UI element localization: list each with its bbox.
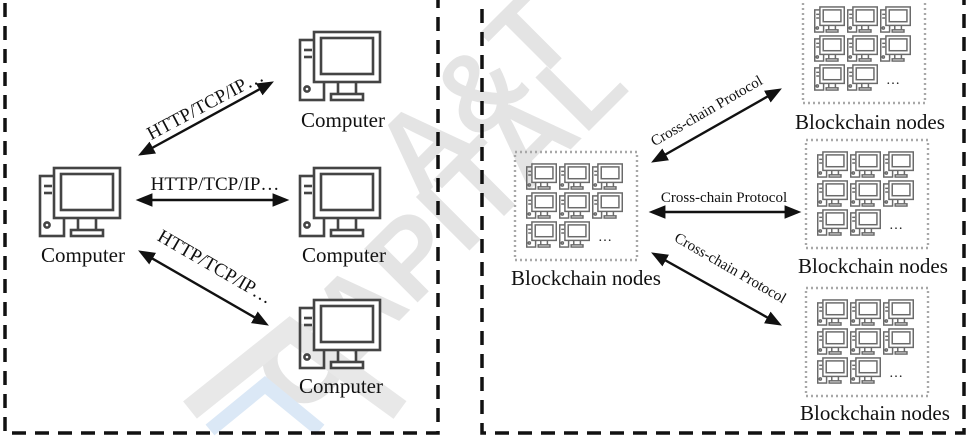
computer-icon [38,166,122,238]
node-computer-icon [817,328,848,355]
right-panel: … Blockchain nodes … Blockchain nodes … Block… [511,0,950,425]
node-computer-icon [592,163,623,190]
node-computer-icon [559,221,590,248]
node-computer-icon [817,357,848,384]
peer-computer-1: Computer [298,30,385,132]
right-panel-links: Cross-chain Protocol Cross-chain Protoco… [648,73,802,326]
node-computer-icon [883,328,914,355]
left-panel-border [3,0,440,435]
hub-computer: Computer [38,166,125,267]
peer-blockchain-nodes-3: … Blockchain nodes [800,286,950,425]
node-computer-icon [817,151,848,178]
peer-computer-label: Computer [301,108,385,132]
peer-computer-label: Computer [299,374,383,398]
node-computer-icon [817,209,848,236]
hub-blockchain-nodes: … Blockchain nodes [511,150,661,290]
peer-computer-3: Computer [298,298,383,398]
node-group-border [804,138,930,250]
node-computer-icon [850,151,881,178]
node-computer-icon [850,357,881,384]
node-computer-icon [817,180,848,207]
node-computer-icon [526,221,557,248]
cross-chain-label-1: Cross-chain Protocol [648,73,765,150]
node-computer-icon [847,35,878,62]
peer-blockchain-nodes-2: … Blockchain nodes [798,138,948,278]
node-computer-icon [817,299,848,326]
node-computer-icon [883,299,914,326]
node-computer-icon [847,6,878,33]
more-nodes-ellipsis: … [889,218,903,233]
node-group-border [801,0,927,105]
node-group-border [804,286,930,398]
link-label-3: HTTP/TCP/IP… [154,226,276,309]
more-nodes-ellipsis: … [598,230,612,245]
node-computer-icon [814,6,845,33]
node-computer-icon [847,64,878,91]
node-computer-icon [883,180,914,207]
node-computer-icon [814,35,845,62]
node-computer-icon [814,64,845,91]
blockchain-nodes-label: Blockchain nodes [800,401,950,425]
hub-computer-label: Computer [41,243,125,267]
link-arrow-1 [138,81,274,156]
node-computer-icon [850,180,881,207]
blockchain-nodes-label: Blockchain nodes [798,254,948,278]
more-nodes-ellipsis: … [886,73,900,88]
node-computer-icon [880,6,911,33]
more-nodes-ellipsis: … [889,366,903,381]
peer-computer-2: Computer [298,166,386,267]
node-computer-icon [850,209,881,236]
node-computer-icon [850,328,881,355]
computer-icon [298,30,382,102]
link-arrow-3 [138,250,269,326]
peer-computer-label: Computer [302,243,386,267]
peer-blockchain-nodes-1: … Blockchain nodes [795,0,945,134]
node-group-border [513,150,639,262]
watermark-logo-shape [183,316,407,419]
node-computer-icon [850,299,881,326]
node-computer-icon [592,192,623,219]
node-computer-icon [559,192,590,219]
blockchain-nodes-label: Blockchain nodes [511,266,661,290]
link-label-2: HTTP/TCP/IP… [151,174,280,195]
watermark-logo-accent [205,375,325,436]
node-computer-icon [883,151,914,178]
cross-chain-arrow-1 [651,88,782,163]
right-panel-border [480,0,966,435]
blockchain-nodes-label: Blockchain nodes [795,110,945,134]
cross-chain-arrow-3 [651,252,782,326]
left-panel: Computer Computer Computer Computer HTTP… [38,30,386,398]
cross-chain-label-2: Cross-chain Protocol [661,190,787,206]
node-computer-icon [880,35,911,62]
link-label-1: HTTP/TCP/IP… [144,66,268,145]
